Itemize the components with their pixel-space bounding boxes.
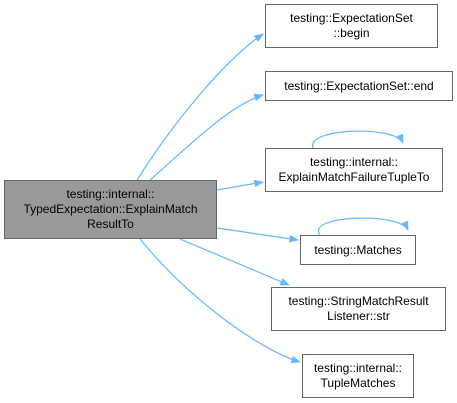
edge-to-tuple-matches: [139, 238, 301, 364]
node-expectation-set-end[interactable]: testing::ExpectationSet::end: [265, 71, 453, 101]
edge-to-matches: [216, 227, 299, 243]
node-label-line: testing::ExpectationSet: [290, 11, 413, 25]
edge-to-begin: [136, 33, 264, 181]
node-label-line: testing::internal::: [66, 187, 155, 201]
edge-to-str: [179, 238, 290, 286]
node-label-line: testing::Matches: [314, 242, 402, 257]
edge-to-end: [149, 93, 264, 181]
self-loop-explain-tuple: [312, 130, 404, 149]
node-typed-expectation-explain-match-result-to: testing::internal:: TypedExpectation::Ex…: [4, 180, 217, 239]
node-label-line: Listener::str: [327, 309, 390, 323]
node-label-line: TupleMatches: [320, 376, 396, 390]
node-explain-match-failure-tuple-to[interactable]: testing::internal:: ExplainMatchFailureT…: [265, 148, 443, 192]
node-label-line: ::begin: [333, 26, 370, 40]
node-label-line: testing::internal::: [309, 155, 399, 169]
node-label-line: ResultTo: [87, 217, 134, 231]
node-label-line: TypedExpectation::ExplainMatch: [23, 202, 198, 216]
node-expectation-set-begin[interactable]: testing::ExpectationSet ::begin: [265, 4, 438, 48]
node-tuple-matches[interactable]: testing::internal:: TupleMatches: [302, 354, 414, 398]
edge-to-explain-tuple: [216, 179, 264, 191]
node-label-line: testing::ExpectationSet::end: [284, 78, 434, 93]
node-label-line: testing::internal::: [313, 361, 403, 375]
self-loop-matches: [317, 217, 409, 236]
node-label-line: ExplainMatchFailureTupleTo: [278, 170, 430, 184]
node-matches[interactable]: testing::Matches: [300, 235, 416, 265]
node-label-line: testing::StringMatchResult: [288, 294, 429, 308]
node-string-match-result-listener-str[interactable]: testing::StringMatchResult Listener::str: [271, 287, 446, 331]
